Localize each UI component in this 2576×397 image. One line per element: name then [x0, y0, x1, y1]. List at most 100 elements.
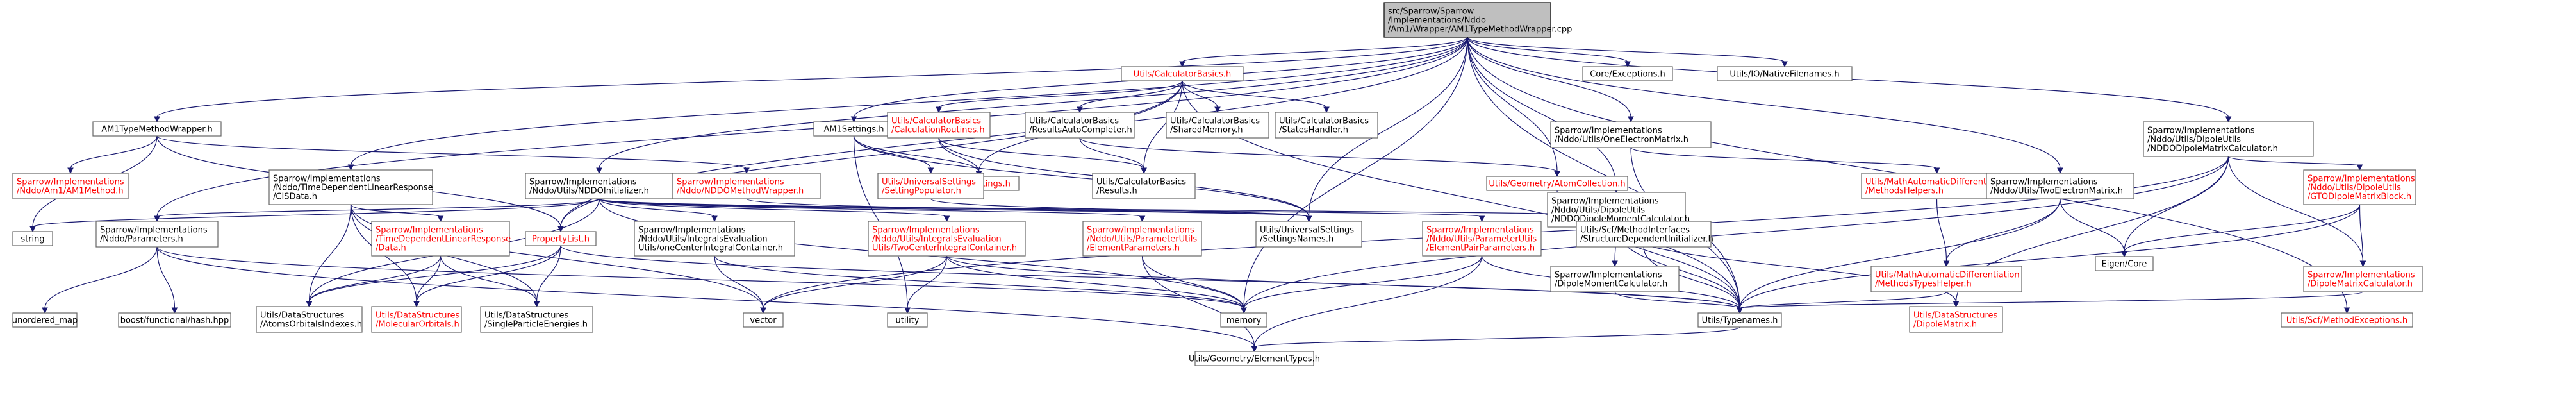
node-box [480, 306, 593, 333]
node-calcbasics[interactable]: Utils/CalculatorBasics.h [1121, 66, 1244, 81]
node-box [12, 312, 78, 328]
node-am1settings[interactable]: AM1Settings.h [813, 121, 895, 137]
node-nddoinit[interactable]: Sparrow/Implementations/Nddo/Utils/NDDOI… [525, 173, 673, 199]
edge-am1settings-to-settingsh [853, 135, 982, 178]
node-am1tmw[interactable]: AM1TypeMethodWrapper.h [92, 121, 222, 137]
node-elementtypes[interactable]: Utils/Geometry/ElementTypes.h [1189, 351, 1320, 366]
edge-line [1643, 246, 1740, 309]
edge-nddoinit-to-string [29, 198, 600, 233]
edge-line [70, 135, 158, 169]
node-coreexc[interactable]: Core/Exceptions.h [1582, 66, 1673, 81]
node-tdlrdata[interactable]: Sparrow/Implementations/TimeDependentLin… [371, 221, 511, 257]
node-geomatomcoll[interactable]: Utils/Geometry/AtomCollection.h [1486, 176, 1628, 191]
node-label-line: Sparrow/Implementations [1426, 226, 1534, 235]
node-label-line: /Nddo/Utils/DipoleUtils [1551, 206, 1645, 215]
node-cisdata[interactable]: Sparrow/Implementations/Nddo/TimeDepende… [268, 169, 433, 205]
node-twoelec[interactable]: Sparrow/Implementations/Nddo/Utils/TwoEl… [1986, 173, 2134, 199]
node-oneelec[interactable]: Sparrow/Implementations/Nddo/Utils/OneEl… [1550, 121, 1712, 148]
node-label-line: /MethodsHelpers.h [1865, 187, 1944, 196]
node-univsettingsnames[interactable]: Utils/UniversalSettings/SettingsNames.h [1255, 221, 1362, 248]
node-dipolemomentcalc[interactable]: Sparrow/Implementations/DipoleMomentCalc… [1550, 266, 1680, 292]
node-utility[interactable]: utility [887, 312, 928, 328]
edge-arrowhead [29, 226, 36, 233]
node-label-line: /Nddo/Am1/AM1Method.h [17, 187, 124, 196]
edge-resautocomp-to-results [1079, 137, 1147, 174]
node-nddoparams[interactable]: Sparrow/Implementations/Nddo/Parameters.… [95, 221, 219, 248]
node-label-line: /SettingPopulator.h [882, 187, 961, 196]
edge-root-to-nativefn [1467, 37, 1788, 68]
node-sharedmem[interactable]: Utils/CalculatorBasics/SharedMemory.h [1166, 112, 1269, 139]
node-hashhpp[interactable]: boost/functional/hash.hpp [118, 312, 231, 328]
node-label-line: /Nddo/Parameters.h [100, 235, 183, 244]
node-atomsorbitals[interactable]: Utils/DataStructures/AtomsOrbitalsIndexe… [256, 306, 363, 333]
node-box [877, 173, 984, 199]
edge-nddoinit-to-twocenter [599, 198, 950, 223]
edge-line [2359, 204, 2364, 262]
edge-line [2124, 204, 2361, 253]
node-label-line: /StructureDependentInitializer.h [1580, 235, 1713, 244]
node-scfexceptions[interactable]: Utils/Scf/MethodExceptions.h [2281, 312, 2413, 328]
node-singleparticle[interactable]: Utils/DataStructures/SingleParticleEnerg… [480, 306, 593, 333]
node-twocenter[interactable]: Sparrow/Implementations/Nddo/Utils/Integ… [868, 221, 1026, 257]
node-dipolematrixcalc[interactable]: Sparrow/Implementations/DipoleMatrixCalc… [2303, 266, 2423, 292]
node-nddodipolecalc[interactable]: Sparrow/Implementations/Nddo/Utils/Dipol… [2143, 121, 2314, 157]
node-memory[interactable]: memory [1220, 312, 1267, 328]
edge-line [853, 135, 980, 173]
node-nddomw[interactable]: Sparrow/Implementations/Nddo/NDDOMethodW… [672, 173, 821, 199]
node-settingspop[interactable]: Utils/UniversalSettings/SettingPopulator… [877, 173, 984, 199]
node-root: src/Sparrow/Sparrow/Implementations/Nddo… [1383, 2, 1572, 38]
node-onecenter[interactable]: Sparrow/Implementations/Nddo/Utils/Integ… [634, 221, 795, 257]
node-gtodipole[interactable]: Sparrow/Implementations/Nddo/Utils/Dipol… [2303, 169, 2416, 205]
node-label-line: unordered_map [12, 316, 78, 326]
node-dipolematrix[interactable]: Utils/DataStructures/DipoleMatrix.h [1909, 306, 2003, 333]
node-label-line: /CISData.h [273, 192, 317, 202]
edge-line [599, 198, 1483, 217]
edge-arrowhead [1139, 215, 1146, 223]
node-methodstypeshelper[interactable]: Utils/MathAutomaticDifferentiation/Metho… [1870, 266, 2022, 292]
edge-arrowhead [760, 307, 766, 314]
node-am1method[interactable]: Sparrow/Implementations/Nddo/Am1/AM1Meth… [12, 173, 129, 199]
node-elemparams[interactable]: Sparrow/Implementations/Nddo/Utils/Param… [1082, 221, 1202, 257]
node-vector[interactable]: vector [743, 312, 784, 328]
node-structdepinit[interactable]: Utils/Scf/MethodInterfaces/StructureDepe… [1576, 221, 1713, 248]
node-results[interactable]: Utils/CalculatorBasics/Results.h [1092, 173, 1196, 199]
node-box [1092, 173, 1196, 199]
node-calcroutines[interactable]: Utils/CalculatorBasics/CalculationRoutin… [887, 112, 991, 139]
node-elempairparams[interactable]: Sparrow/Implementations/Nddo/Utils/Param… [1422, 221, 1542, 257]
edge-arrowhead [533, 301, 540, 308]
node-molorbitals[interactable]: Utils/DataStructures/MolecularOrbitals.h [371, 306, 462, 333]
node-label-line: Utils/CalculatorBasics [1096, 178, 1186, 187]
node-nativefn[interactable]: Utils/IO/NativeFilenames.h [1717, 66, 1853, 81]
node-box [1582, 66, 1673, 81]
edge-arrowhead [2225, 116, 2232, 123]
node-label-line: /CalculationRoutines.h [891, 126, 985, 135]
edge-line [1739, 291, 2364, 309]
edge-arrowhead [1628, 116, 1634, 123]
edge-line [1141, 255, 1255, 348]
node-resautocomp[interactable]: Utils/CalculatorBasics/ResultsAutoComple… [1025, 112, 1135, 139]
node-box [634, 221, 795, 257]
node-proplist[interactable]: PropertyList.h [525, 231, 597, 246]
node-box [672, 173, 821, 199]
edge-arrowhead [1251, 346, 1258, 353]
node-label-line: /SettingsNames.h [1260, 235, 1333, 244]
node-eigencore[interactable]: Eigen/Core [2095, 256, 2154, 271]
node-label-line: /Nddo/Utils/TwoElectronMatrix.h [1990, 187, 2123, 196]
node-string[interactable]: string [12, 231, 53, 246]
node-unorderedmap[interactable]: unordered_map [12, 312, 78, 328]
node-label-line: Utils/DataStructures [260, 311, 345, 321]
node-label-line: Utils/CalculatorBasics [891, 117, 981, 126]
node-stateshandler[interactable]: Utils/CalculatorBasics/StatesHandler.h [1275, 112, 1378, 139]
node-label-line: /SharedMemory.h [1170, 126, 1243, 135]
edge-line [32, 198, 600, 228]
edge-arrowhead [596, 167, 602, 174]
node-typenames[interactable]: Utils/Typenames.h [1697, 312, 1782, 328]
node-label-line: Utils/CalculatorBasics [1170, 117, 1260, 126]
node-label-line: /TimeDependentLinearResponse [376, 235, 511, 244]
edge-arrowhead [1781, 61, 1788, 68]
node-box [1550, 266, 1680, 292]
node-label-line: /DipoleMomentCalculator.h [1555, 280, 1667, 289]
edge-root-to-am1tmw [154, 37, 1468, 123]
node-box [1255, 221, 1362, 248]
edge-line [938, 137, 1144, 169]
